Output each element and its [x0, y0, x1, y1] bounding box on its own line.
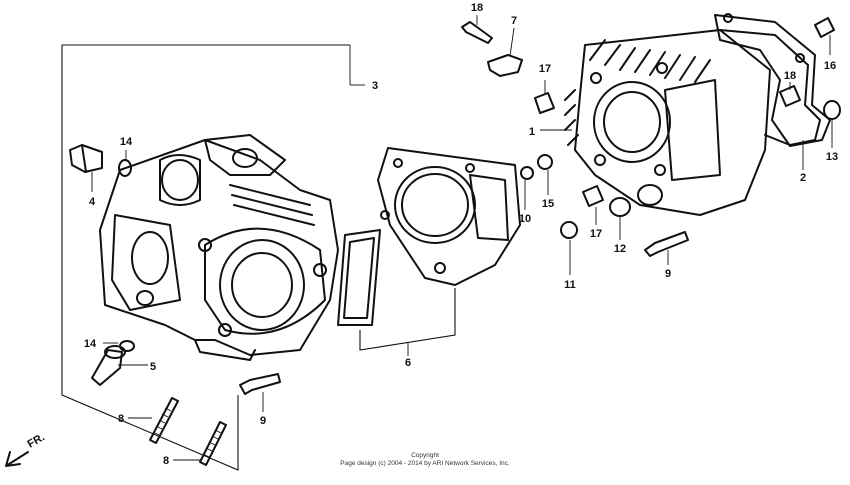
callout-13: 13 — [826, 151, 838, 163]
callout-7: 7 — [511, 15, 517, 27]
front-label: FR. — [26, 431, 47, 450]
callout-11: 11 — [564, 279, 576, 291]
dowel-pin-c — [814, 17, 835, 38]
clamp — [487, 54, 523, 77]
stud-bolt-lower — [199, 421, 227, 466]
callout-9b: 9 — [665, 268, 671, 280]
cylinder-base-gasket — [714, 13, 831, 147]
cylinder-block — [564, 29, 821, 216]
dowel-pin-d — [779, 85, 801, 107]
head-assembly-bracket — [61, 44, 365, 471]
callout-9a: 9 — [260, 415, 266, 427]
callout-14a: 14 — [120, 136, 133, 148]
callout-12: 12 — [614, 243, 626, 255]
copyright-line-1: Copyright — [411, 452, 439, 459]
callout-3: 3 — [372, 80, 378, 92]
callout-1: 1 — [529, 126, 535, 138]
callout-5: 5 — [150, 361, 156, 373]
seal-12 — [609, 197, 631, 217]
bolt-top — [461, 21, 493, 44]
callout-18b: 18 — [784, 70, 796, 82]
callout-labels: 1 2 3 4 5 6 7 8 8 9 9 10 11 12 13 14 14 … — [84, 2, 838, 467]
flange-bolt-head — [239, 373, 281, 395]
callout-8b: 8 — [163, 455, 169, 467]
cap-nut — [537, 154, 553, 170]
o-ring-upper — [118, 159, 132, 177]
callout-15: 15 — [542, 198, 554, 210]
dowel-pin-b — [582, 185, 604, 207]
dowel-pin-a — [534, 92, 555, 114]
nut — [520, 166, 534, 180]
arrow-down-left-icon — [5, 451, 29, 467]
callout-4: 4 — [89, 196, 96, 208]
callout-2: 2 — [800, 172, 806, 184]
flange-bolt-cylinder — [644, 231, 689, 257]
stud-bolt-upper — [149, 397, 179, 444]
cylinder-head-gasket — [337, 147, 521, 356]
callout-14b: 14 — [84, 338, 97, 350]
callout-6: 6 — [405, 357, 411, 369]
callout-18a: 18 — [471, 2, 483, 14]
washer — [560, 221, 578, 239]
copyright-notice: Copyright Page design (c) 2004 - 2014 by… — [340, 452, 510, 467]
seal-13 — [823, 100, 841, 120]
leader-lines — [91, 15, 833, 461]
tappet-adjusting-hole-cap-upper — [69, 144, 103, 173]
callout-16: 16 — [824, 60, 836, 72]
o-ring-lower — [119, 340, 135, 352]
copyright-line-2: Page design (c) 2004 - 2014 by ARI Netwo… — [340, 460, 510, 467]
front-direction-marker: FR. — [5, 431, 47, 467]
callout-8a: 8 — [118, 413, 124, 425]
cylinder-head — [99, 134, 339, 361]
callout-10: 10 — [519, 213, 531, 225]
callout-17a: 17 — [539, 63, 551, 75]
callout-17b: 17 — [590, 228, 602, 240]
tappet-adjusting-hole-cap-lower — [91, 345, 126, 386]
